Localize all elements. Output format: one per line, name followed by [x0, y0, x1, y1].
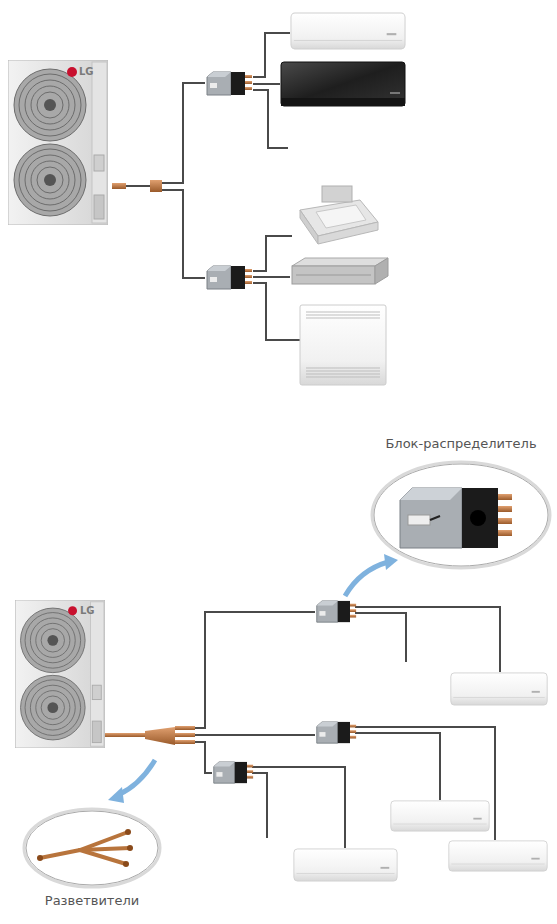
outdoor-unit — [15, 600, 105, 748]
cassette-unit — [300, 186, 378, 244]
callout-ellipse — [370, 460, 552, 570]
wall-indoor-unit — [291, 13, 405, 49]
callout-ellipse — [22, 807, 162, 889]
distribution-box-closeup — [400, 488, 512, 548]
callout-arrow — [108, 554, 398, 803]
distribution-box — [214, 601, 356, 783]
pipe-fittings — [112, 180, 162, 192]
brand-logo: LG — [80, 605, 95, 617]
refrigerant-pipes — [195, 607, 500, 848]
wall-indoor-unit — [294, 673, 547, 881]
branch-pipe-closeup — [37, 829, 133, 867]
console-unit — [300, 305, 386, 385]
callout-heading: Блок-распределитель — [366, 436, 556, 452]
outdoor-unit — [8, 60, 108, 225]
duct-unit — [292, 258, 388, 284]
distribution-box — [207, 72, 252, 289]
callout-node: Разветвители — [22, 805, 162, 917]
callout-heading: Разветвители — [22, 893, 162, 909]
branch-pipe — [105, 726, 195, 745]
refrigerant-pipes — [112, 33, 300, 340]
callout-node: Блок-распределитель — [366, 436, 556, 572]
dark-wall-indoor-unit — [281, 62, 405, 106]
brand-logo: LG — [79, 66, 94, 78]
